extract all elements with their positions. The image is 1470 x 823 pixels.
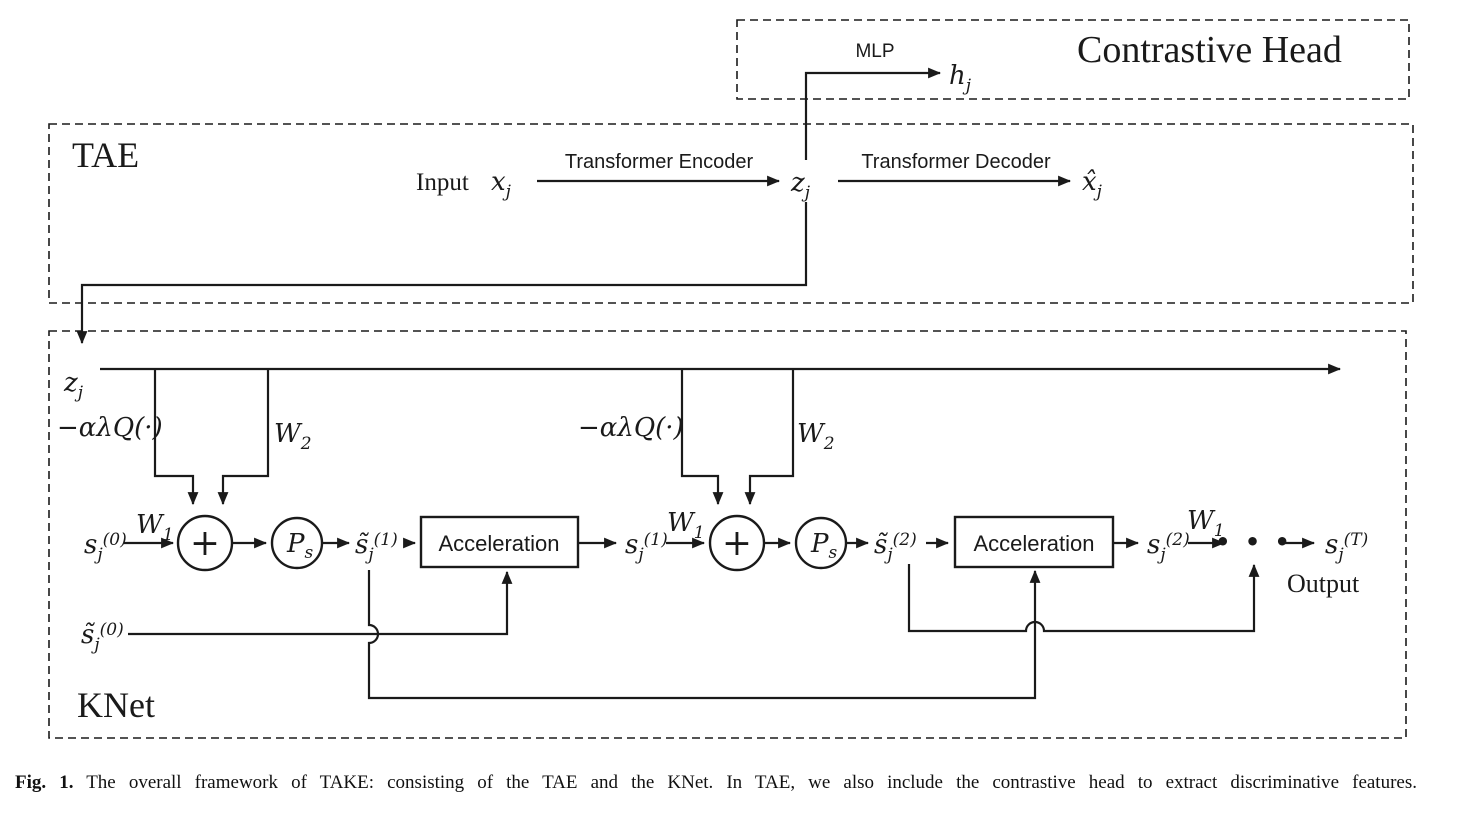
knet-block: KNet zj −αλQ(·) W2 sj(0) W1 + Ps s̃j(1) …: [48, 330, 1407, 739]
stage1-s-out-label: sj(1): [625, 530, 668, 565]
stage2-w2-label: W2: [797, 419, 835, 454]
x-hat-j-label: x̂j: [1082, 167, 1103, 202]
h-j-label: hj: [949, 61, 972, 96]
tae-block: TAE Input xj Transformer Encoder zj Tran…: [48, 123, 1414, 345]
knet-stage-1: −αλQ(·) W2 sj(0) W1 + Ps s̃j(1) Accelera…: [57, 369, 668, 572]
stage1-q-label: −αλQ(·): [57, 413, 163, 443]
knet-box: [48, 330, 1407, 739]
s0-tilde-label: s̃j(0): [81, 620, 124, 655]
stage2-w1-label: W1: [667, 508, 705, 543]
s2-feedback-to-next-arrow: [907, 563, 1260, 633]
knet-title: KNet: [77, 685, 155, 725]
ellipsis-dots: • • •: [1215, 528, 1293, 556]
tae-title: TAE: [72, 135, 139, 175]
mlp-label: MLP: [855, 41, 894, 62]
knet-feedback-wires: s̃j(0): [81, 563, 1260, 700]
stage1-w2-drop-arrow: [217, 369, 270, 506]
knet-stage-2: −αλQ(·) W2 W1 + Ps s̃j(2) Acceleration s…: [578, 369, 1190, 572]
s0-feedback-to-accel1-arrow: [128, 570, 513, 636]
caption-fig-label: Fig. 1.: [15, 772, 74, 793]
contrastive-head-box: [736, 19, 1410, 100]
transformer-decoder-label: Transformer Decoder: [861, 151, 1051, 173]
z-to-mlp-arrow: [804, 67, 942, 160]
tae-box: [48, 123, 1414, 304]
figure-caption: Fig. 1. The overall framework of TAKE: c…: [15, 772, 1417, 794]
contrastive-head-title: Contrastive Head: [1077, 29, 1342, 71]
knet-z-j-label: zj: [63, 368, 84, 403]
stage1-acceleration-label: Acceleration: [438, 531, 559, 556]
stage1-s-tilde-label: s̃j(1): [355, 530, 398, 565]
stage2-q-label: −αλQ(·): [578, 413, 684, 443]
stage1-w2-label: W2: [274, 419, 312, 454]
s1-feedback-to-accel2-arrow: [367, 569, 1041, 700]
z-to-knet-arrow: [76, 202, 808, 345]
transformer-encoder-label: Transformer Encoder: [565, 151, 754, 173]
stage2-acceleration-label: Acceleration: [973, 531, 1094, 556]
stage2-ps-label: Ps: [810, 529, 838, 563]
caption-text: The overall framework of TAKE: consistin…: [86, 772, 1417, 793]
stage1-w1-label: W1: [136, 510, 174, 545]
stage2-s-out-label: sj(2): [1147, 530, 1190, 565]
stage1-s-in-label: sj(0): [84, 530, 127, 565]
contrastive-head-block: Contrastive Head MLP hj: [736, 19, 1410, 160]
z-j-label: zj: [790, 168, 811, 203]
stage2-w2-drop-arrow: [744, 369, 795, 506]
stage2-s-tilde-label: s̃j(2): [874, 530, 917, 565]
x-j-label: xj: [491, 167, 512, 202]
stage1-q-drop-arrow: [153, 369, 199, 506]
knet-tail: W1 • • • sj(T) Output: [1187, 506, 1368, 598]
stage1-plus-sign: +: [190, 523, 220, 564]
final-w1-label: W1: [1187, 506, 1225, 541]
framework-diagram: Contrastive Head MLP hj TAE Input xj Tra…: [48, 19, 1414, 739]
stage2-acceleration-box: [953, 515, 1115, 569]
s-final-label: sj(T): [1325, 530, 1368, 565]
output-label: Output: [1287, 569, 1360, 598]
input-label: Input: [416, 169, 469, 196]
stage2-plus-sign: +: [722, 523, 752, 564]
stage1-ps-label: Ps: [286, 529, 314, 563]
stage2-q-drop-arrow: [680, 369, 724, 506]
